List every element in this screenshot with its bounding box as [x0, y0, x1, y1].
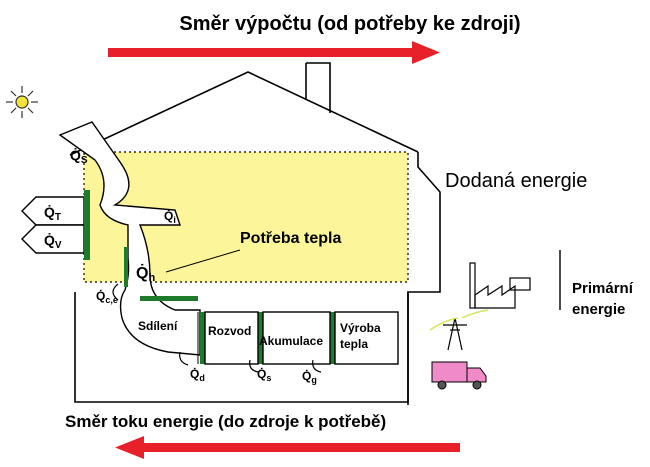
q-s-symbol: Q̇s	[257, 366, 271, 383]
q-g-symbol: Q̇g	[302, 368, 317, 385]
stage-emission-label: Sdílení	[138, 319, 178, 333]
calculation-direction-title: Směr výpočtu (od potřeby ke zdroji)	[179, 13, 520, 35]
stage-distribution-label: Rozvod	[208, 324, 251, 338]
stage-storage-label: Akumulace	[259, 334, 323, 348]
q-solar-symbol: Q̇S	[70, 147, 88, 166]
heat-demand-pointer	[165, 249, 241, 273]
flow-symbols: Q̇S Q̇T Q̇V Q̇i Q̇h Q̇c,e Q̇d Q̇s Q̇g	[44, 147, 317, 385]
heat-demand-label: Potřeba tepla	[240, 230, 341, 247]
power-pylon-icon	[429, 309, 489, 351]
q-ce-symbol: Q̇c,e	[96, 288, 118, 305]
loss-hooks	[112, 283, 322, 373]
delivered-energy-label: Dodaná energie	[445, 170, 587, 192]
q-internal-symbol: Q̇i	[164, 208, 176, 225]
primary-energy-label-2: energie	[572, 301, 625, 318]
energy-flow-direction-arrow	[115, 436, 460, 459]
house-outline	[69, 62, 441, 405]
q-transmission-symbol: Q̇T	[44, 204, 61, 223]
calculation-direction-arrow	[108, 41, 440, 64]
q-ventilation-symbol: Q̇V	[44, 232, 62, 251]
stage-boxes	[204, 311, 399, 365]
truck-icon	[431, 361, 487, 390]
q-heat-symbol: Q̇h	[136, 264, 155, 284]
factory-icon	[469, 262, 531, 309]
q-d-symbol: Q̇d	[190, 366, 205, 383]
stage-generation-label-1: Výroba	[340, 321, 381, 335]
primary-energy-label-1: Primární	[572, 280, 634, 297]
stage-generation-label-2: tepla	[340, 337, 368, 351]
sun-icon	[6, 86, 38, 118]
pipe-segments	[84, 190, 335, 364]
energy-flow-direction-title: Směr toku energie (do zdroje k potřebě)	[65, 412, 386, 431]
